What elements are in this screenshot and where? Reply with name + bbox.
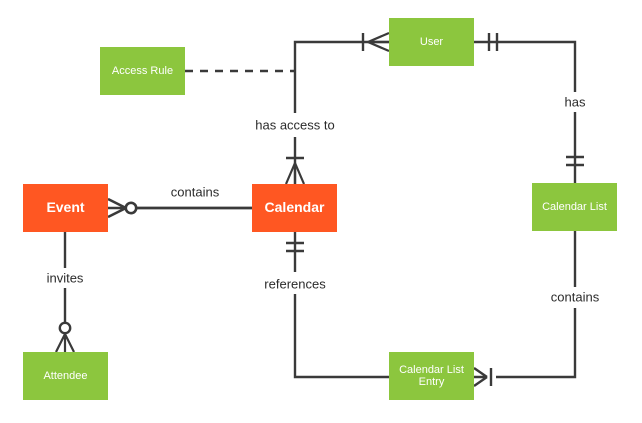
connector-list-contains-bottom: [496, 308, 577, 379]
entity-calendar-label: Calendar: [264, 199, 325, 216]
connector-user-has-access-to-calendar: [293, 40, 389, 113]
marker-user-left-crowfoot: [367, 31, 390, 53]
entity-calendar-list-entry[interactable]: Calendar List Entry: [389, 352, 474, 400]
marker-calendar-top-crowfoot: [284, 162, 306, 185]
relationship-label-invites: invites: [43, 269, 87, 287]
entity-user[interactable]: User: [389, 18, 474, 66]
marker-event-right-circle: [124, 201, 138, 215]
relationship-label-has: has: [561, 93, 589, 111]
marker-attendee-circle: [58, 321, 72, 335]
entity-calendar[interactable]: Calendar: [252, 184, 337, 232]
entity-attendee[interactable]: Attendee: [23, 352, 108, 400]
entity-event[interactable]: Event: [23, 184, 108, 232]
entity-attendee-label: Attendee: [43, 369, 88, 382]
entity-calendar-list-label: Calendar List: [542, 200, 607, 213]
entity-calendar-list[interactable]: Calendar List: [532, 183, 617, 231]
connector-user-has-top: [474, 40, 577, 92]
relationship-label-has-access-to: has access to: [252, 116, 338, 134]
entity-user-label: User: [419, 35, 444, 48]
entity-access-rule[interactable]: Access Rule: [100, 47, 185, 95]
relationship-label-contains-event-calendar: contains: [167, 183, 223, 201]
marker-entry-right-crowfoot: [473, 367, 488, 387]
marker-attendee-crowfoot: [55, 333, 75, 353]
entity-access-rule-label: Access Rule: [111, 64, 174, 77]
marker-event-right-crowfoot: [107, 197, 127, 219]
entity-calendar-list-entry-label: Calendar List Entry: [399, 363, 464, 388]
entity-event-label: Event: [46, 199, 85, 216]
connector-calendar-references-bottom: [293, 294, 389, 379]
relationship-label-contains-list-entry: contains: [547, 288, 603, 306]
relationship-label-references: references: [261, 275, 329, 293]
